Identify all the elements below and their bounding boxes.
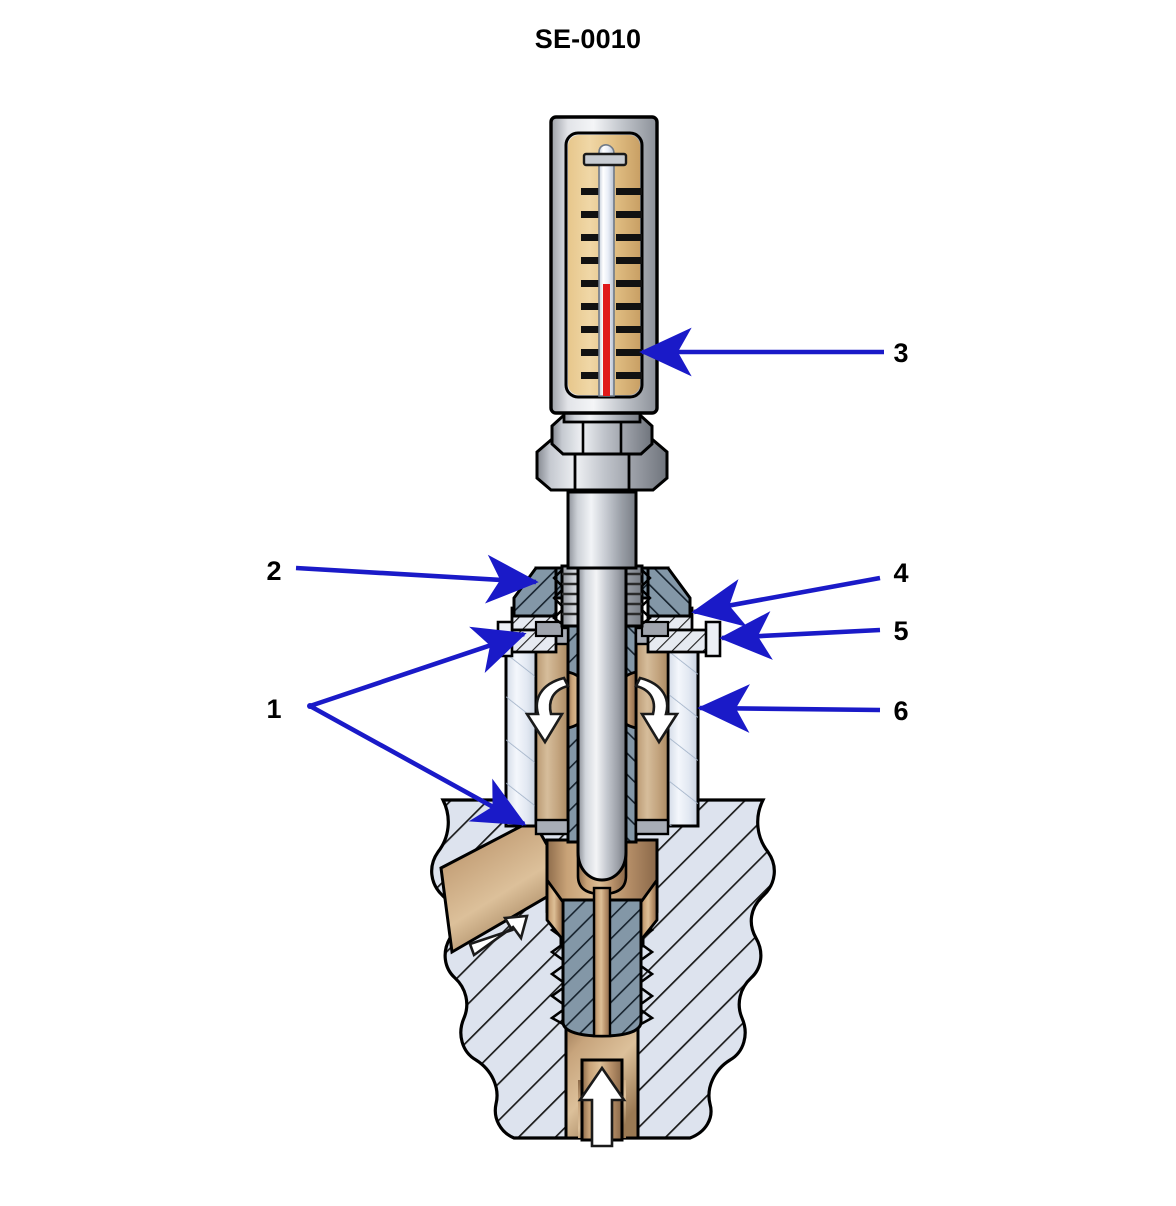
gauge-ticks (581, 188, 642, 379)
flange-lip-right (704, 620, 722, 658)
gasket-bottom-left (534, 818, 570, 836)
flow-arrow-chamber-right (634, 676, 680, 745)
callout-leaders (295, 327, 884, 827)
callout-label-1: 1 (266, 694, 281, 724)
leader-1b (308, 703, 527, 827)
leader-5 (719, 611, 881, 660)
flange-washers (496, 606, 722, 658)
callout-label-6: 6 (893, 696, 908, 726)
callout-label-3: 3 (893, 338, 908, 368)
leader-2 (295, 554, 539, 604)
stem-shoulder-right (639, 875, 659, 944)
leader-1a (309, 626, 527, 709)
page-title: SE-0010 (534, 24, 642, 54)
gauge-bezel (564, 131, 644, 399)
gland-taper-right (646, 566, 692, 618)
seal-pad-right (640, 620, 670, 638)
flow-arrow-side-passage (468, 914, 529, 958)
leader-1-vertex (307, 703, 313, 709)
callout-label-5: 5 (893, 616, 908, 646)
probe-tube (576, 498, 628, 882)
callout-label-4: 4 (893, 558, 908, 588)
hex-nut-assembly (535, 404, 669, 570)
capillary-downtube (592, 886, 612, 1038)
gland-taper-left (512, 566, 558, 618)
gasket-bottom-right (634, 818, 670, 836)
leader-6 (697, 684, 881, 733)
flow-arrow-inlet-bottom (577, 1065, 627, 1148)
leader-4 (691, 575, 881, 628)
flow-arrow-chamber-left (524, 676, 570, 745)
mercury-column (603, 284, 610, 396)
seal-pad-left (534, 620, 564, 638)
index-marker (582, 152, 628, 167)
callout-label-2: 2 (266, 556, 281, 586)
probe-stem (576, 498, 628, 882)
stem-shoulder-left (545, 875, 565, 944)
thermometer-gauge (549, 115, 659, 415)
neck-tube (566, 490, 638, 570)
